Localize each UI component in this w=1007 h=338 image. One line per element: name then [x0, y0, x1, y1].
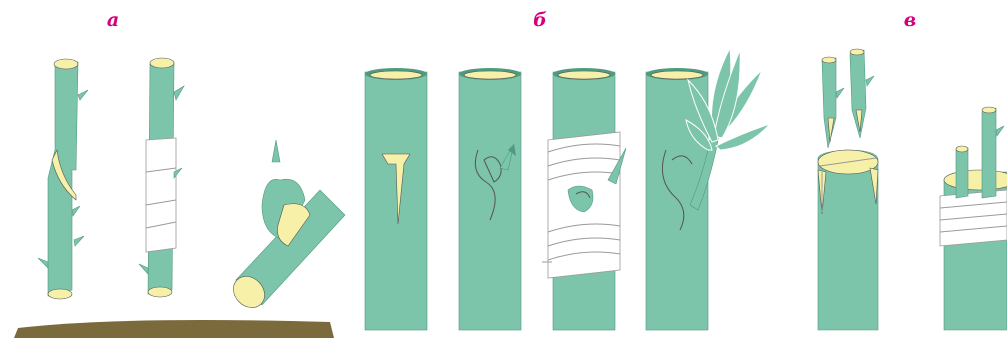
panel-label-a: а: [107, 9, 119, 31]
panel-label-v: в: [904, 9, 916, 31]
angled-cutting: [233, 139, 346, 308]
panel-label-b: б: [533, 9, 547, 31]
split-rootstock: [817, 149, 879, 331]
panel-v: [817, 48, 1007, 331]
splice-graft-wrapped: [138, 57, 185, 298]
cleft-scions: [821, 48, 875, 149]
panel-b: [364, 46, 772, 331]
panel-a: [14, 57, 346, 338]
cleft-graft-assembled: [939, 106, 1007, 331]
bud-wrapped-stage: [542, 68, 627, 331]
t-cut-stage: [364, 68, 428, 331]
bud-inserted-stage: [458, 68, 522, 331]
bud-sprouted-stage: [645, 46, 772, 331]
splice-graft-joined: [37, 58, 89, 300]
soil-strip: [14, 320, 334, 338]
